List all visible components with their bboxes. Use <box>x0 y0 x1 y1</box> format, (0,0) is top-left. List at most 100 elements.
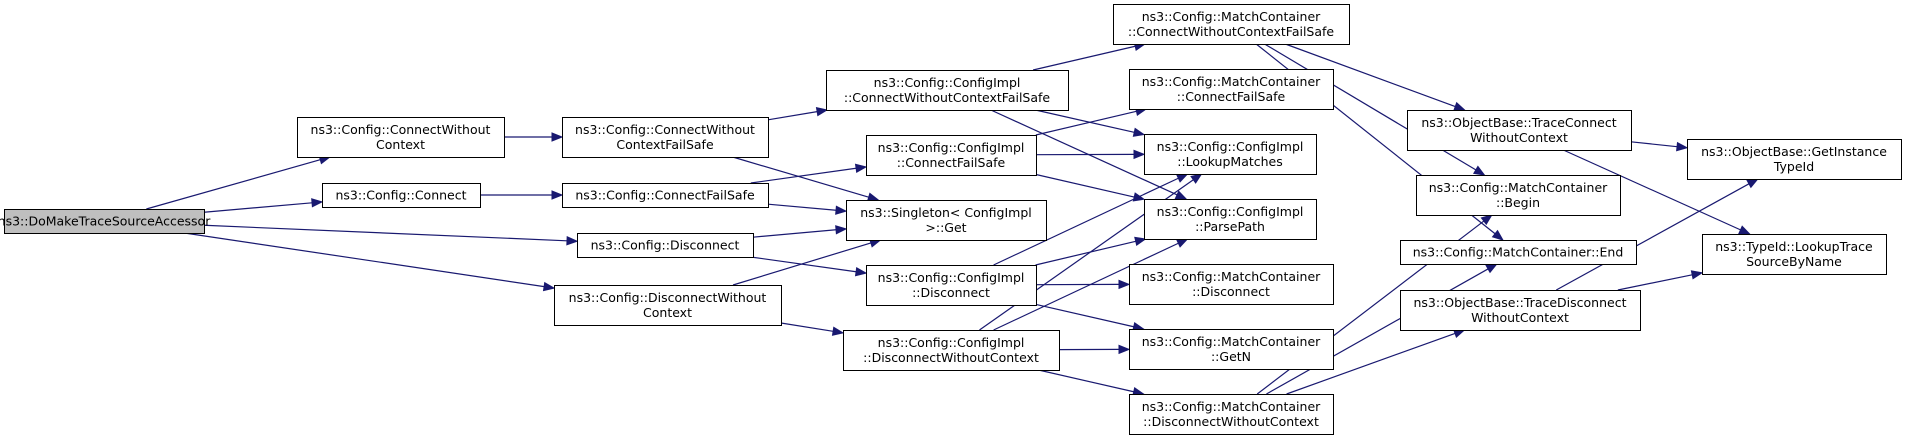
edge-line <box>146 159 321 210</box>
function-node[interactable]: ns3::Config::Disconnect <box>577 233 754 258</box>
arrowhead-icon <box>1118 344 1131 355</box>
call-edge-root-to-cwc <box>146 155 332 210</box>
edge-line <box>993 177 1179 266</box>
arrowhead-icon <box>1746 178 1759 189</box>
node-label: ns3::ObjectBase::TraceConnect <box>1421 115 1616 130</box>
arrowhead-icon <box>831 326 845 336</box>
arrowhead-icon <box>1480 214 1493 226</box>
call-edge-cwcfs-to-ci_cwcfs <box>767 107 829 121</box>
function-node[interactable]: ns3::Config::ConfigImpl::ConnectFailSafe <box>866 135 1037 176</box>
function-node[interactable]: ns3::Config::ConnectFailSafe <box>562 183 769 208</box>
arrowhead-icon <box>815 107 829 117</box>
function-node[interactable]: ns3::ObjectBase::TraceDisconnectWithoutC… <box>1400 290 1641 331</box>
function-node[interactable]: ns3::Config::ConnectWithoutContext <box>297 117 505 158</box>
node-label: ns3::Config::MatchContainer <box>1142 269 1321 284</box>
node-box <box>1702 234 1887 275</box>
node-label: ns3::Singleton< ConfigImpl <box>860 205 1032 220</box>
call-edge-ci_dwc-to-lookup <box>979 173 1203 331</box>
call-edge-ci_cwcfs-to-parse <box>990 109 1188 200</box>
edge-line <box>1617 274 1693 291</box>
call-edge-root-to-disconnect <box>203 224 579 246</box>
function-node[interactable]: ns3::Config::MatchContainer::Begin <box>1416 175 1621 216</box>
nodes-layer: ns3::DoMakeTraceSourceAccessorns3::Confi… <box>0 4 1902 435</box>
call-edge-ci_cfs-to-parse <box>1035 173 1146 202</box>
function-node[interactable]: ns3::Singleton< ConfigImpl>::Get <box>846 200 1047 241</box>
edge-line <box>750 167 857 184</box>
call-edge-disconnect-to-ci_disc <box>750 256 868 277</box>
function-node[interactable]: ns3::Config::MatchContainer::DisconnectW… <box>1129 394 1334 435</box>
function-node[interactable]: ns3::Config::MatchContainer::GetN <box>1129 329 1334 370</box>
call-edge-cwc-to-cwcfs <box>504 132 564 142</box>
function-node[interactable]: ns3::Config::DisconnectWithoutContext <box>554 285 782 326</box>
edge-line <box>1285 43 1456 108</box>
call-edge-ob_tcwc-to-tid_lookup <box>1563 149 1751 235</box>
edge-line <box>184 232 545 288</box>
call-edge-cfs-to-ci_cfs <box>750 163 868 184</box>
arrowhead-icon <box>835 205 848 215</box>
arrowhead-icon <box>1132 127 1146 137</box>
arrowhead-icon <box>1175 173 1189 183</box>
edge-line <box>1032 45 1136 71</box>
node-label: ::DisconnectWithoutContext <box>863 350 1039 365</box>
function-node[interactable]: ns3::Config::MatchContainer::End <box>1400 240 1637 265</box>
arrowhead-icon <box>854 163 868 174</box>
node-label: >::Get <box>925 220 966 235</box>
function-node[interactable]: ns3::Config::ConnectWithoutContextFailSa… <box>562 117 769 158</box>
function-node[interactable]: ns3::Config::MatchContainer::ConnectWith… <box>1113 4 1350 45</box>
call-edge-disconnect-to-singleton <box>752 225 848 238</box>
arrowhead-icon <box>1118 279 1131 290</box>
node-label: WithoutContext <box>1471 310 1569 325</box>
function-node[interactable]: ns3::Config::ConfigImpl::ConnectWithoutC… <box>826 70 1069 111</box>
function-node[interactable]: ns3::Config::MatchContainer::ConnectFail… <box>1129 69 1334 110</box>
arrowhead-icon <box>835 225 848 235</box>
node-box <box>866 135 1037 176</box>
node-label: ::ConnectFailSafe <box>897 155 1006 170</box>
arrowhead-icon <box>1738 225 1751 235</box>
edge-line <box>990 109 1178 196</box>
root-node[interactable]: ns3::DoMakeTraceSourceAccessor <box>0 209 211 234</box>
node-box <box>1144 199 1317 240</box>
arrowhead-icon <box>1491 229 1504 241</box>
node-label: ns3::Config::ConnectWithout <box>311 122 491 137</box>
node-label: ns3::Config::ConfigImpl <box>874 75 1021 90</box>
node-box <box>562 183 769 208</box>
call-edge-ci_disc-to-parse <box>1035 236 1147 266</box>
edge-line <box>1035 110 1137 136</box>
node-label: ns3::Config::MatchContainer <box>1142 74 1321 89</box>
node-box <box>1129 264 1334 305</box>
edge-line <box>1035 173 1135 198</box>
function-node[interactable]: ns3::ObjectBase::TraceConnectWithoutCont… <box>1407 110 1632 151</box>
arrowhead-icon <box>1690 270 1704 280</box>
call-edge-ci_cwcfs-to-lookup <box>1035 109 1146 137</box>
call-edge-connect-to-cfs <box>480 190 564 200</box>
node-label: ns3::Config::MatchContainer <box>1142 334 1321 349</box>
edge-line <box>780 322 834 332</box>
node-label: ::LookupMatches <box>1177 154 1283 169</box>
arrowhead-icon <box>1676 141 1689 152</box>
function-node[interactable]: ns3::Config::Connect <box>322 183 481 208</box>
function-node[interactable]: ns3::Config::ConfigImpl::ParsePath <box>1144 199 1317 240</box>
edge-line <box>1035 240 1136 266</box>
node-label: ns3::Config::DisconnectWithout <box>569 290 767 305</box>
node-label: WithoutContext <box>1470 130 1568 145</box>
node-box <box>846 200 1047 241</box>
function-node[interactable]: ns3::Config::ConfigImpl::Disconnect <box>866 265 1037 306</box>
call-edge-ob_tdwc-to-tid_lookup <box>1617 270 1704 291</box>
node-box <box>1687 139 1902 180</box>
call-edge-ci_disc-to-mc_getn <box>1035 303 1145 332</box>
node-label: Context <box>376 137 425 152</box>
node-label: ::ParsePath <box>1195 219 1265 234</box>
edge-line <box>752 229 837 238</box>
function-node[interactable]: ns3::Config::ConfigImpl::DisconnectWitho… <box>843 330 1060 371</box>
node-label: ns3::Config::Connect <box>335 188 466 203</box>
node-box <box>1129 329 1334 370</box>
node-box <box>826 70 1069 111</box>
node-box <box>1407 110 1632 151</box>
function-node[interactable]: ns3::Config::ConfigImpl::LookupMatches <box>1144 134 1317 175</box>
function-node[interactable]: ns3::Config::MatchContainer::Disconnect <box>1129 264 1334 305</box>
node-label: ::Disconnect <box>912 285 990 300</box>
node-label: ::GetN <box>1211 349 1251 364</box>
